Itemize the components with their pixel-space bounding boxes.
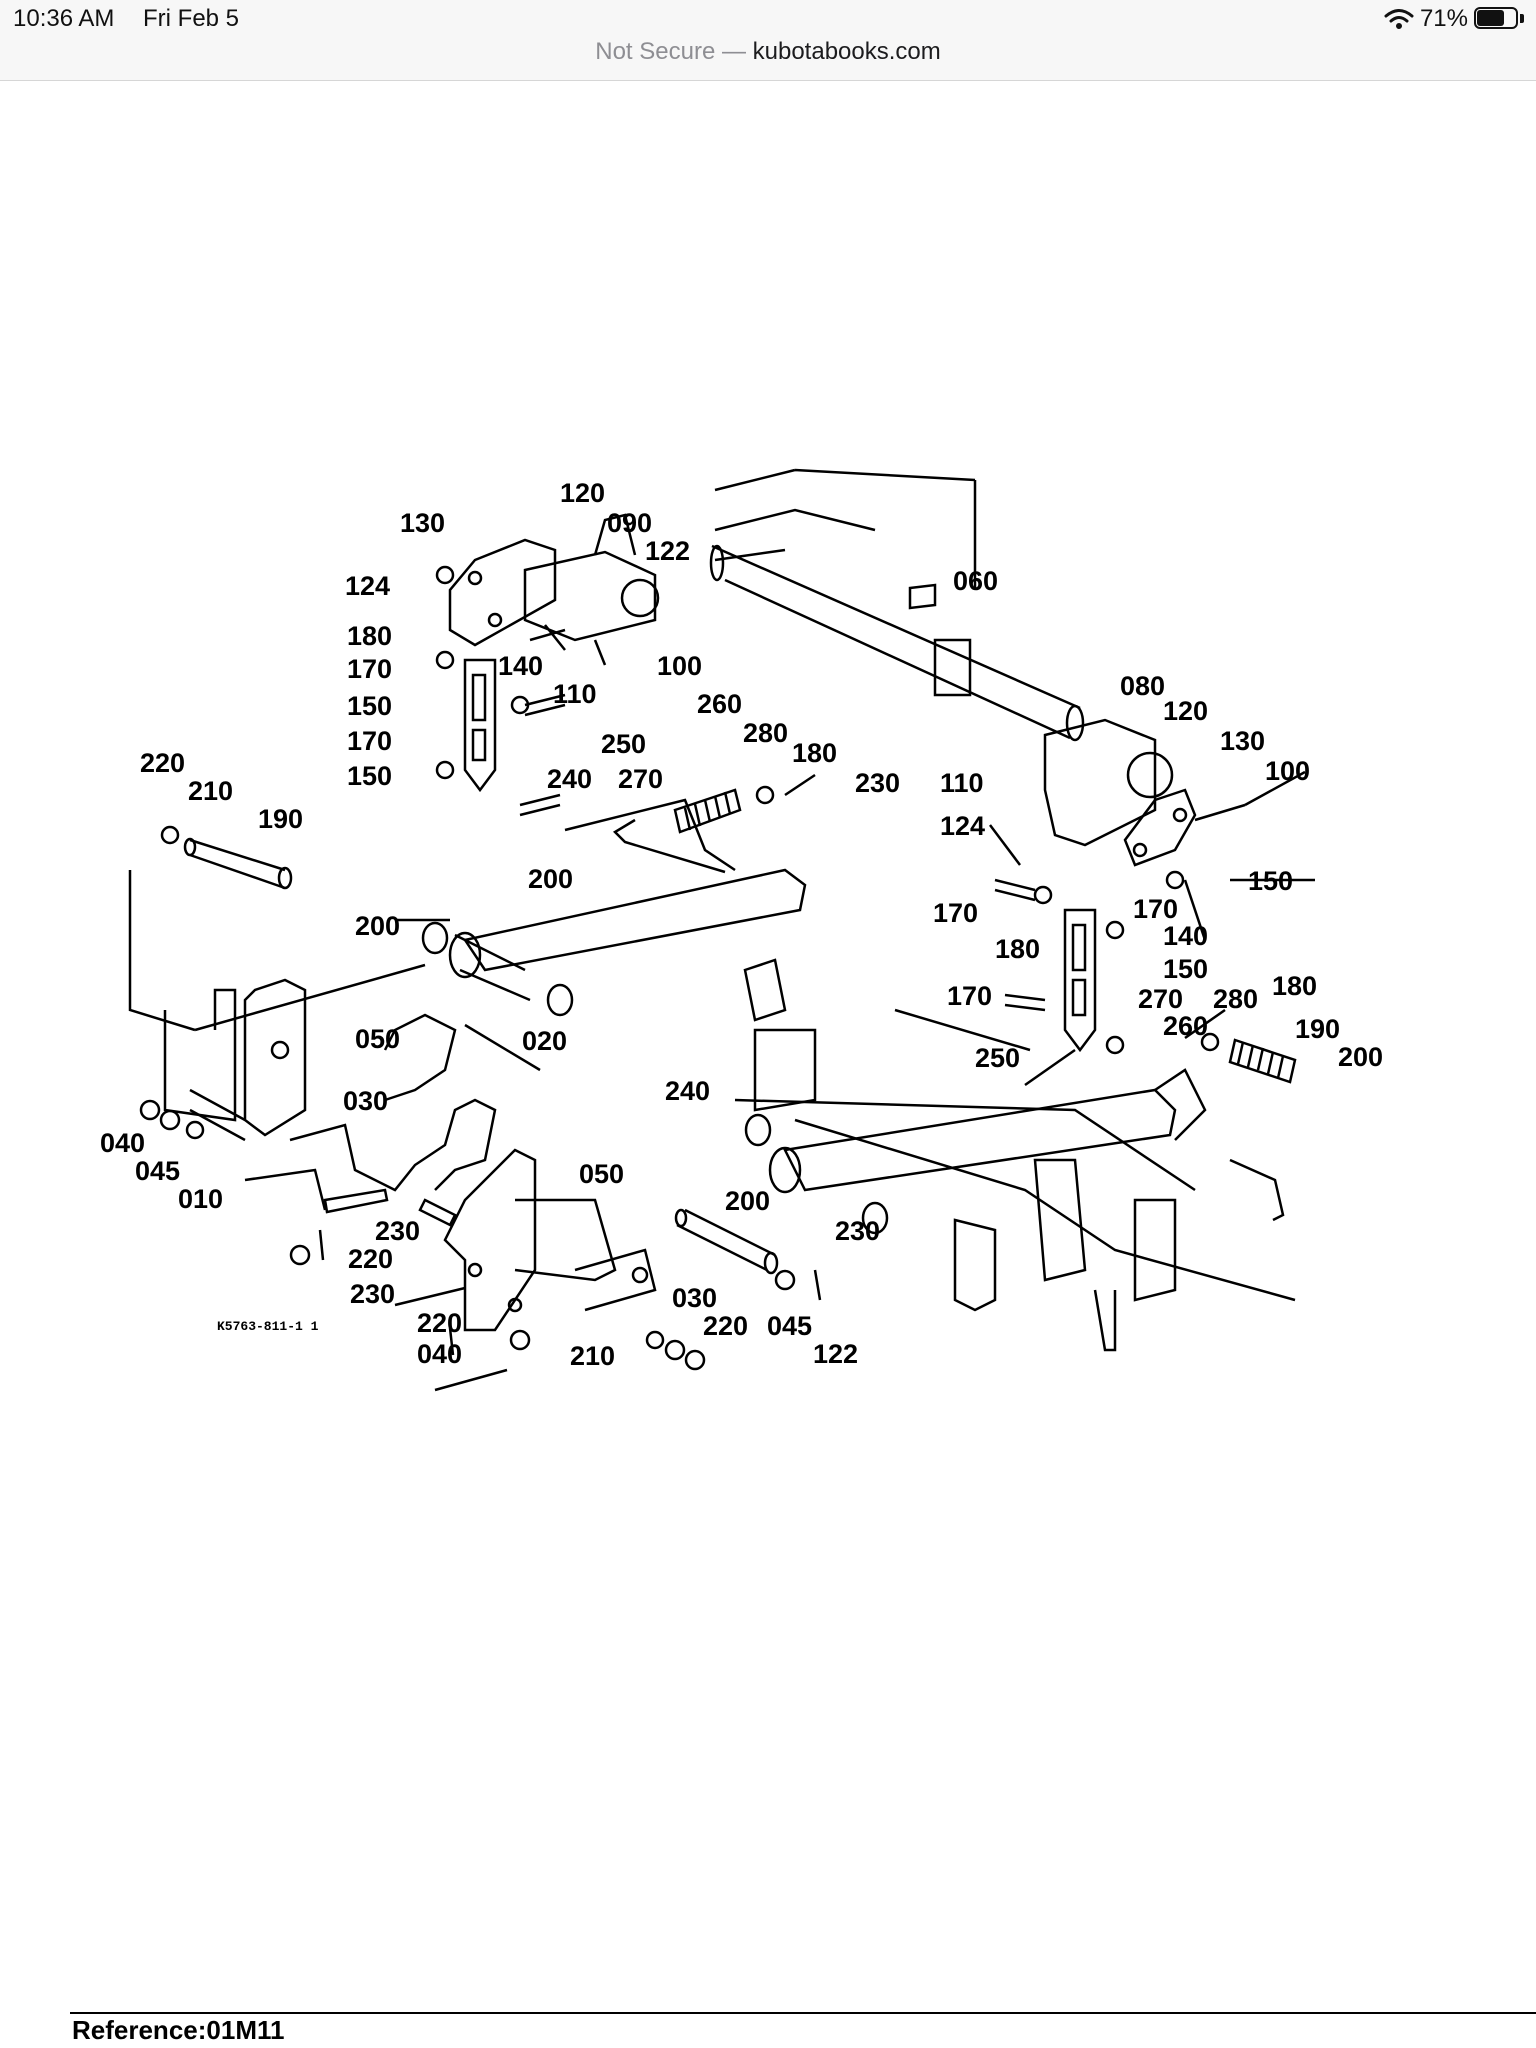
callout-260: 280 [743, 718, 788, 748]
callout-110: 250 [601, 729, 646, 759]
callout-020: 050 [355, 1024, 400, 1054]
callout-270: 230 [855, 768, 900, 798]
callout-150: 170 [947, 981, 992, 1011]
reference-label: Reference:01M11 [72, 2015, 285, 2045]
callout-220: 210 [188, 776, 233, 806]
callout-040: 030 [672, 1283, 717, 1313]
callout-180: 180 [347, 621, 392, 651]
callout-180: 170 [347, 726, 392, 756]
callout-170: 270 [1138, 984, 1183, 1014]
address-bar[interactable]: Not Secure — kubotabooks.com [0, 38, 1536, 66]
url-domain: kubotabooks.com [752, 38, 941, 65]
status-bar: 10:36 AM Fri Feb 5 71% Not Secure — kubo… [0, 0, 1536, 81]
callout-040: 045 [135, 1156, 180, 1186]
callout-124: 124 [345, 571, 390, 601]
callout-100: 110 [940, 768, 984, 798]
callout-270: 280 [1213, 984, 1258, 1014]
callout-140: 150 [1163, 954, 1208, 984]
parts-diagram: 120 130 090 122 124 060 180 170 100 140 … [95, 468, 1383, 1400]
callout-150: 170 [933, 898, 978, 928]
callout-220: 230 [350, 1279, 395, 1309]
callout-230: 220 [140, 748, 185, 778]
callout-190: 200 [528, 864, 573, 894]
callout-045: 210 [570, 1341, 615, 1371]
callout-150: 240 [547, 764, 592, 794]
callout-250: 260 [697, 689, 742, 719]
status-date: Fri Feb 5 [143, 5, 240, 32]
callout-220: 040 [417, 1339, 462, 1369]
callout-122: 122 [645, 536, 690, 566]
battery-percent: 71% [1419, 5, 1468, 32]
callout-170: 140 [498, 651, 543, 681]
callout-122: 080 [1120, 671, 1165, 701]
callout-180: 260 [1163, 1011, 1208, 1041]
callout-230: 122 [813, 1339, 858, 1369]
callout-100: 100 [657, 651, 702, 681]
callout-210: 190 [258, 804, 303, 834]
callout-010: 050 [579, 1159, 624, 1189]
parts-diagram-drawing: 120 130 090 122 124 060 180 170 100 140 … [100, 468, 1383, 1392]
callout-130: 130 [400, 508, 445, 538]
callout-200: 020 [522, 1026, 567, 1056]
status-indicators: 71% [1384, 5, 1526, 33]
security-label: Not Secure [595, 38, 716, 65]
callout-060: 060 [953, 566, 998, 596]
callout-260: 190 [1295, 1014, 1340, 1044]
callout-080: 120 [1163, 696, 1208, 726]
battery-icon [1474, 7, 1526, 31]
callout-280: 180 [1272, 971, 1317, 1001]
callout-110: 124 [940, 811, 985, 841]
callout-230: 220 [348, 1244, 393, 1274]
callout-280: 180 [792, 738, 837, 768]
callout-045: 010 [178, 1184, 223, 1214]
callout-170: 170 [1133, 894, 1178, 924]
callout-030: 040 [100, 1128, 145, 1158]
callout-124: 150 [1248, 866, 1293, 896]
callout-170: 150 [347, 761, 392, 791]
callout-050: 230 [375, 1216, 420, 1246]
wifi-icon [1384, 9, 1414, 29]
callout-030: 220 [703, 1311, 748, 1341]
callout-130: 100 [1265, 756, 1310, 786]
callout-190: 250 [975, 1043, 1020, 1073]
callout-050: 030 [343, 1086, 388, 1116]
callout-170: 180 [995, 934, 1040, 964]
callout-220: 045 [767, 1311, 812, 1341]
status-time: 10:36 AM [13, 5, 115, 32]
callout-180: 140 [1163, 921, 1208, 951]
callout-240: 270 [618, 764, 663, 794]
callout-170: 170 [347, 654, 392, 684]
callout-250: 200 [1338, 1042, 1383, 1072]
callout-140: 150 [347, 691, 392, 721]
url-separator: — [721, 38, 746, 65]
callout-210: 200 [725, 1186, 770, 1216]
callout-090: 090 [607, 508, 652, 538]
callout-120: 130 [1220, 726, 1265, 756]
callout-120: 120 [560, 478, 605, 508]
callout-230: 220 [417, 1308, 462, 1338]
battery-level-fill [1477, 10, 1504, 26]
callout-150: 110 [553, 679, 597, 709]
footer-divider [70, 2012, 1536, 2014]
callout-200: 230 [835, 1216, 880, 1246]
callout-200: 240 [665, 1076, 710, 1106]
callout-200: 200 [355, 911, 400, 941]
figure-code: K5763-811-1 1 [217, 1319, 319, 1334]
